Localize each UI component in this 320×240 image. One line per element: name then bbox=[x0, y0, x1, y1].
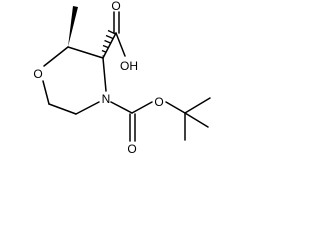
bond-o1-c2 bbox=[43, 46, 69, 67]
bond-c3-carboxyl bbox=[102, 32, 117, 59]
atom-label-carbamate-carbonyl-oxygen: O bbox=[127, 142, 136, 156]
bond-c5-c6 bbox=[48, 103, 77, 115]
bond-c2-c3 bbox=[67, 46, 104, 59]
bond-carbamate-ester bbox=[131, 101, 153, 114]
bond-n4-c5 bbox=[75, 101, 100, 115]
bond-tbu-methyl-up bbox=[184, 97, 211, 114]
bond-c3-n4 bbox=[102, 57, 107, 92]
hashed-bond-c3-carboxyl bbox=[101, 29, 116, 57]
wedge-bond-c2-methyl bbox=[68, 6, 78, 47]
bond-c6-o1 bbox=[42, 80, 50, 105]
atom-label-acid-carbonyl-oxygen: O bbox=[111, 0, 120, 13]
chemical-structure-drawing: O N O OH O O bbox=[33, 0, 211, 156]
structure-canvas: O N O OH O O bbox=[33, 0, 211, 156]
bond-n4-carbamate bbox=[110, 101, 133, 114]
bond-carboxyl-oh bbox=[115, 32, 126, 57]
atom-label-ring-oxygen: O bbox=[33, 67, 42, 81]
atom-label-carbamate-ester-oxygen: O bbox=[154, 95, 163, 109]
bond-ester-tbu bbox=[165, 101, 186, 114]
bond-tbu-methyl-right bbox=[184, 112, 209, 128]
atom-label-acid-hydroxyl: OH bbox=[120, 59, 138, 73]
atom-label-ring-nitrogen: N bbox=[102, 92, 111, 106]
